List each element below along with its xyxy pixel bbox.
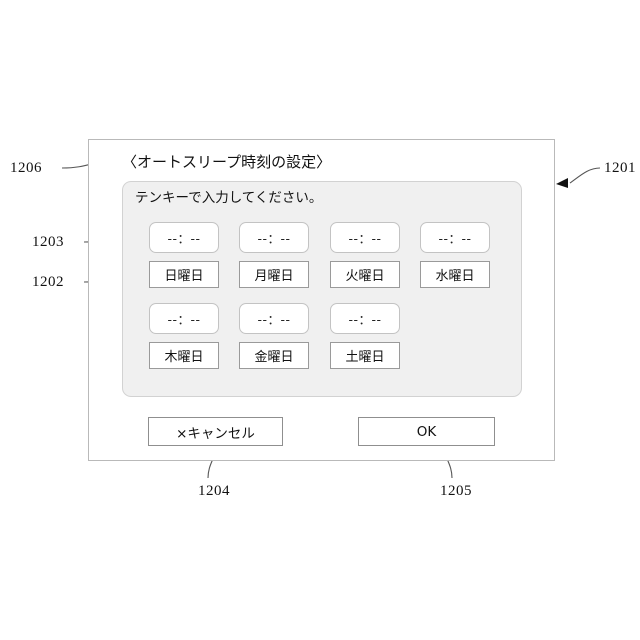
day-button-sunday[interactable]: 日曜日 [149,261,219,288]
time-field-thursday[interactable]: --：-- [149,303,219,334]
day-button-wednesday[interactable]: 水曜日 [420,261,490,288]
reference-numeral-1206: 1206 [10,160,42,176]
day-button-monday[interactable]: 月曜日 [239,261,309,288]
settings-panel: テンキーで入力してください。 --：-- 日曜日 --：-- 月曜日 --：--… [122,181,522,397]
time-field-friday[interactable]: --：-- [239,303,309,334]
time-field-saturday[interactable]: --：-- [330,303,400,334]
day-button-saturday[interactable]: 土曜日 [330,342,400,369]
reference-numeral-1202: 1202 [32,274,64,290]
arrow-1201 [556,178,568,188]
day-button-tuesday[interactable]: 火曜日 [330,261,400,288]
schedule-cell-saturday: --：-- 土曜日 [330,303,400,369]
time-field-monday[interactable]: --：-- [239,222,309,253]
time-field-tuesday[interactable]: --：-- [330,222,400,253]
schedule-cell-friday: --：-- 金曜日 [239,303,309,369]
reference-numeral-1204: 1204 [198,483,230,499]
time-field-sunday[interactable]: --：-- [149,222,219,253]
ok-button[interactable]: OK [358,417,495,446]
schedule-cell-tuesday: --：-- 火曜日 [330,222,400,288]
schedule-cell-thursday: --：-- 木曜日 [149,303,219,369]
time-field-wednesday[interactable]: --：-- [420,222,490,253]
schedule-cell-wednesday: --：-- 水曜日 [420,222,490,288]
reference-numeral-1203: 1203 [32,234,64,250]
reference-numeral-1205: 1205 [440,483,472,499]
instruction-text: テンキーで入力してください。 [135,190,323,206]
dialog-title: 〈オートスリープ時刻の設定〉 [122,153,332,171]
reference-numeral-1201: 1201 [604,160,636,176]
cancel-button[interactable]: ×キャンセル [148,417,283,446]
schedule-cell-monday: --：-- 月曜日 [239,222,309,288]
day-button-friday[interactable]: 金曜日 [239,342,309,369]
leader-1201 [569,167,601,184]
day-button-thursday[interactable]: 木曜日 [149,342,219,369]
schedule-cell-sunday: --：-- 日曜日 [149,222,219,288]
